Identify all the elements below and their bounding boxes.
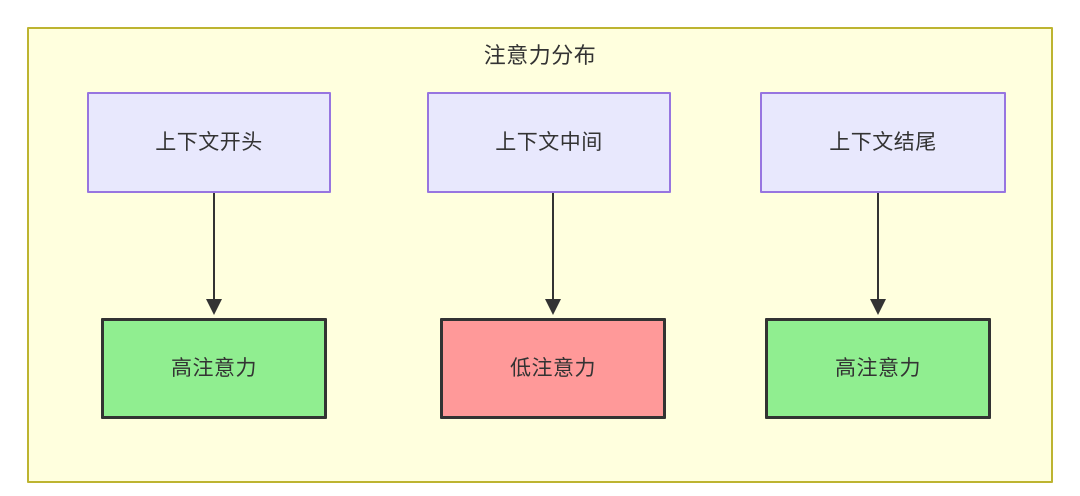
- edge-shaft: [877, 193, 879, 305]
- node-context-middle[interactable]: 上下文中间: [427, 92, 671, 193]
- arrowhead-icon: [545, 299, 561, 315]
- node-context-start[interactable]: 上下文开头: [87, 92, 331, 193]
- node-attention-high-end[interactable]: 高注意力: [765, 318, 991, 419]
- edge-context-start-to-attention: [206, 193, 222, 318]
- arrowhead-icon: [870, 299, 886, 315]
- edge-context-middle-to-attention: [545, 193, 561, 318]
- edge-shaft: [552, 193, 554, 305]
- arrowhead-icon: [206, 299, 222, 315]
- cluster-title: 注意力分布: [483, 43, 597, 68]
- edge-context-end-to-attention: [870, 193, 886, 318]
- node-attention-high-start[interactable]: 高注意力: [101, 318, 327, 419]
- edge-shaft: [213, 193, 215, 305]
- node-context-end[interactable]: 上下文结尾: [760, 92, 1006, 193]
- node-attention-low-middle[interactable]: 低注意力: [440, 318, 666, 419]
